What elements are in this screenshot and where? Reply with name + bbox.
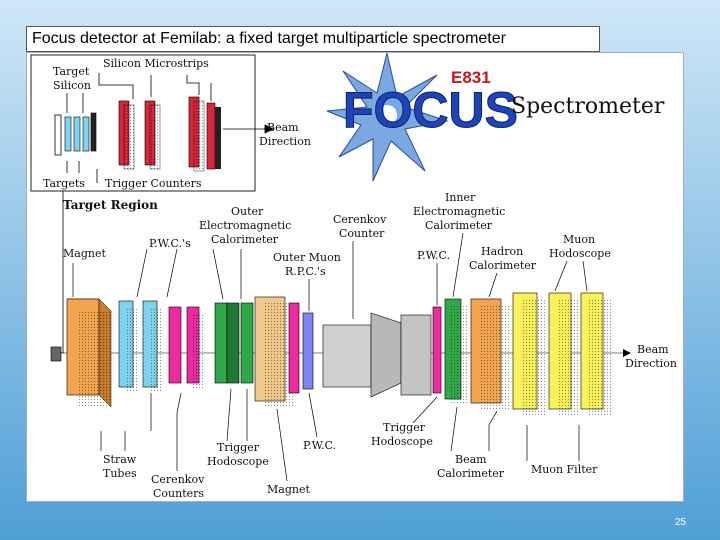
- inner-em-label-3: Calorimeter: [425, 219, 493, 232]
- slide-title: Focus detector at Femilab: a fixed targe…: [26, 26, 600, 52]
- trigger-hodo-right-label-1: Trigger: [383, 421, 426, 434]
- outer-muon-label-2: R.P.C.'s: [285, 265, 326, 278]
- hadron-cal-label-2: Calorimeter: [469, 259, 537, 272]
- hadron-cal-label-1: Hadron: [481, 245, 523, 258]
- focus-logo: FOCUS E831 Spectrometer: [326, 53, 665, 182]
- silicon-microstrips-label: Silicon Microstrips: [103, 57, 209, 70]
- outer-muon-label-1: Outer Muon: [273, 251, 341, 264]
- trigger-hodo-left-label-1: Trigger: [217, 441, 260, 454]
- diagram-svg: Target Silicon Silicon Microstrips Trigg…: [30, 53, 677, 500]
- cerenkov-counter-1: [168, 306, 205, 389]
- leader-lines: [72, 232, 588, 482]
- beam-arrow-icon: [623, 349, 631, 357]
- outer-em-calorimeter: [214, 302, 254, 384]
- trigger-counters-label: Trigger Counters: [105, 177, 202, 190]
- magnet-bottom-label: Magnet: [267, 483, 310, 496]
- magnet-1: [66, 298, 112, 408]
- focus-wordmark: FOCUS: [343, 82, 518, 138]
- trigger-hodo-left-label-2: Hodoscope: [207, 455, 269, 468]
- target-silicon-planes: [64, 112, 97, 152]
- straw-tubes: [118, 300, 163, 393]
- inner-em-label-2: Electromagnetic: [413, 205, 505, 218]
- target-marker: [50, 346, 62, 362]
- e831-badge: E831: [451, 68, 491, 87]
- beam-calorimeter-label-2: Calorimeter: [437, 467, 505, 480]
- pwc-bottom-label: P.W.C.: [303, 439, 336, 452]
- inset-frame: [30, 54, 256, 192]
- inner-em-label-1: Inner: [445, 191, 476, 204]
- pwc-right-label: P.W.C.: [417, 249, 450, 262]
- cerenkov-top-label-1: Cerenkov: [333, 213, 387, 226]
- target-silicon-label-2: Silicon: [53, 79, 91, 92]
- muon-filter: [512, 292, 611, 415]
- trigger-hodo-right-label-2: Hodoscope: [371, 435, 433, 448]
- cerenkov-counter-2: [322, 312, 432, 398]
- inset-pointers: [66, 73, 274, 183]
- target-silicon-label-1: Target: [53, 65, 90, 78]
- detector-components: [66, 292, 611, 415]
- muon-hodo-label-1: Muon: [563, 233, 595, 246]
- top-labels: Outer Electromagnetic Calorimeter Cerenk…: [63, 191, 677, 370]
- straw-tubes-label-2: Tubes: [103, 467, 137, 480]
- cerenkov-bottom-label-2: Counters: [153, 487, 204, 500]
- beam-calorimeter-label-1: Beam: [455, 453, 487, 466]
- pwcs-label: P.W.C.'s: [149, 237, 191, 250]
- inner-em-and-hadron: [432, 298, 509, 409]
- silicon-microstrip-stations: [118, 96, 221, 172]
- target-region-label: Target Region: [63, 198, 158, 212]
- muon-filter-label: Muon Filter: [531, 463, 598, 476]
- bottom-labels: Straw Tubes Trigger Hodoscope P.W.C. Cer…: [103, 421, 598, 500]
- magnet-top-label: Magnet: [63, 247, 106, 260]
- target-region-inset: Target Silicon Silicon Microstrips Trigg…: [30, 54, 311, 192]
- beam-direction-top-label-1: Beam: [267, 121, 299, 134]
- targets-label: Targets: [43, 177, 85, 190]
- page-number: 25: [674, 517, 686, 528]
- outer-em-label-3: Calorimeter: [211, 233, 279, 246]
- straw-tubes-label-1: Straw: [103, 453, 137, 466]
- beam-direction-right-label-1: Beam: [637, 343, 669, 356]
- beam-direction-right-label-2: Direction: [625, 357, 677, 370]
- cerenkov-bottom-label-1: Cerenkov: [151, 473, 205, 486]
- muon-hodo-label-2: Hodoscope: [549, 247, 611, 260]
- star-icon: [326, 53, 449, 182]
- outer-em-label-2: Electromagnetic: [199, 219, 291, 232]
- outer-em-label-1: Outer: [231, 205, 264, 218]
- magnet-2: [254, 296, 314, 407]
- cerenkov-top-label-2: Counter: [339, 227, 385, 240]
- beam-direction-top-label-2: Direction: [259, 135, 311, 148]
- spectrometer-label: Spectrometer: [511, 94, 665, 119]
- spectrometer-diagram: Target Silicon Silicon Microstrips Trigg…: [26, 52, 684, 502]
